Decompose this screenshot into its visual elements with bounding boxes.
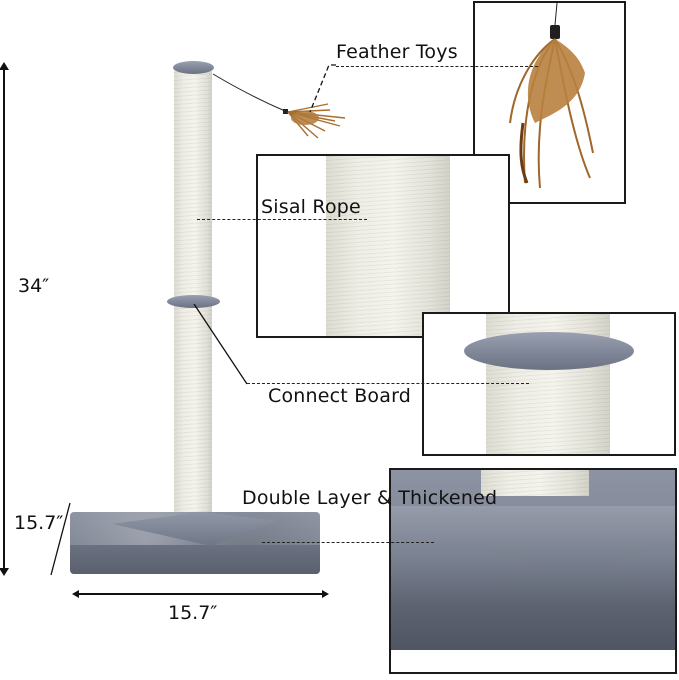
height-dimension-label: 34″ xyxy=(18,275,50,297)
feather-toys-label: Feather Toys xyxy=(336,41,458,63)
base-platform-edge xyxy=(70,545,320,574)
width-dimension-line xyxy=(76,593,323,595)
arrow-up-icon xyxy=(0,62,9,70)
connect-ring-closeup xyxy=(464,332,634,370)
base-sisal-closeup xyxy=(481,470,589,496)
feather-dashed-leader xyxy=(336,66,538,67)
arrow-left-icon xyxy=(72,590,79,598)
base-bottom-shadow xyxy=(391,650,675,672)
feather-toy-icon xyxy=(212,73,346,139)
connect-dashed-leader xyxy=(247,383,529,384)
feather-leader-line xyxy=(309,64,336,113)
sisal-closeup xyxy=(326,156,450,336)
arrow-right-icon xyxy=(322,590,329,598)
feather-closeup-icon xyxy=(509,3,594,189)
arrow-down-icon xyxy=(0,568,9,576)
connect-board-label: Connect Board xyxy=(268,385,412,407)
depth-dimension-label: 15.7″ xyxy=(14,512,64,534)
sisal-rope-label: Sisal Rope xyxy=(261,196,361,218)
base-dashed-leader xyxy=(262,542,434,543)
depth-dimension-line xyxy=(50,502,71,576)
base-detail-box xyxy=(389,468,677,674)
double-layer-label: Double Layer & Thickened xyxy=(242,487,498,509)
connect-leader-line xyxy=(193,303,248,385)
width-dimension-label: 15.7″ xyxy=(168,602,218,624)
sisal-rope-detail-box xyxy=(256,154,510,338)
sisal-dashed-leader xyxy=(197,219,367,220)
connect-board-detail-box xyxy=(422,312,676,456)
post-top-cap xyxy=(173,61,214,74)
connect-board-ring xyxy=(167,295,220,308)
height-dimension-line xyxy=(3,66,5,572)
